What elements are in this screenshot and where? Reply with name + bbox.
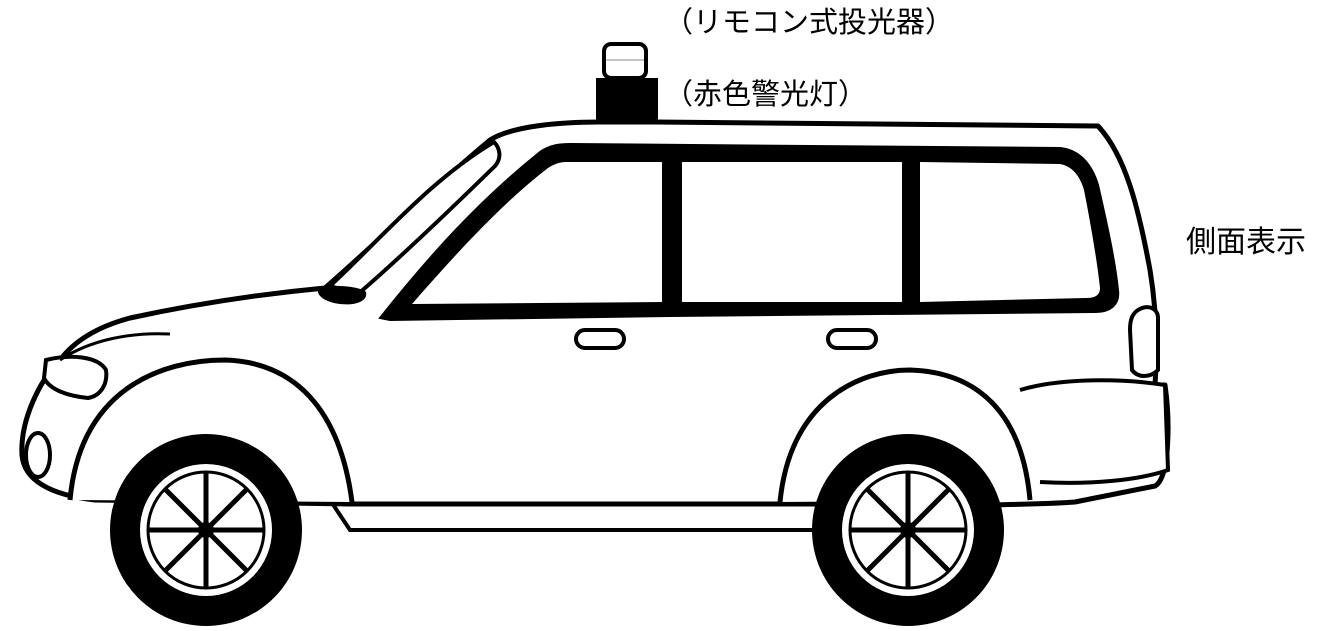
rear-door-handle [826, 328, 878, 350]
side-view-label: 側面表示 [1186, 225, 1306, 260]
tail-light [1127, 305, 1160, 378]
red-warning-light [596, 78, 658, 122]
rear-bumper [1019, 378, 1171, 485]
fog-light [24, 431, 52, 479]
warning-light-label: （赤色警光灯） [664, 77, 868, 111]
quarter-window [920, 162, 1100, 302]
a-pillar-trim [326, 139, 502, 297]
side-mirror [317, 285, 367, 305]
rear-door-window [682, 162, 902, 302]
front-window [412, 162, 662, 304]
remote-projector [602, 42, 648, 80]
projector-label: （リモコン式投光器） [664, 5, 955, 39]
front-wheel [110, 434, 302, 626]
rear-wheel [812, 434, 1004, 626]
front-door-handle [574, 328, 626, 350]
hood-line [59, 332, 171, 362]
headlight [41, 354, 109, 401]
